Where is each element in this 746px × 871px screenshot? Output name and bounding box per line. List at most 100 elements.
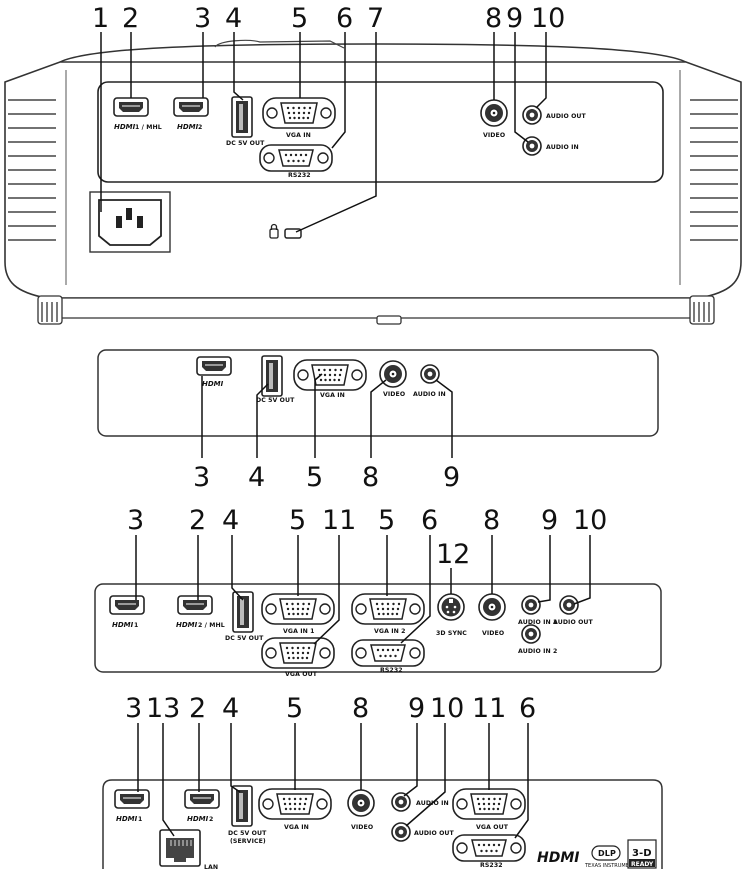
audio-out-label: AUDIO OUT xyxy=(553,619,594,626)
rs232-port xyxy=(351,639,425,667)
callout-12: 12 xyxy=(436,539,470,570)
video-label: VIDEO xyxy=(351,824,373,831)
callout-3: 3 xyxy=(127,505,144,536)
leader-lines-1 xyxy=(100,32,547,233)
left-vents xyxy=(8,99,56,241)
hdmi-2-port xyxy=(173,97,209,117)
usb-dc5v-port xyxy=(232,591,254,633)
callout-numbers-4: 3 13 2 4 5 8 9 10 11 6 xyxy=(125,693,536,724)
video-jack xyxy=(347,789,375,817)
callout-1: 1 xyxy=(92,3,109,34)
callout-11: 11 xyxy=(322,505,356,536)
connector-panel xyxy=(97,81,664,183)
video-label: VIDEO xyxy=(383,391,405,398)
vga-in-2-port xyxy=(351,593,425,625)
svg-text:READY: READY xyxy=(631,861,654,868)
callout-8: 8 xyxy=(483,505,500,536)
hdmi-1-brand: HDMI xyxy=(114,123,136,131)
leader-lines-3 xyxy=(135,535,591,645)
callout-9: 9 xyxy=(408,693,425,724)
dc5v-label: DC 5V OUT xyxy=(256,397,295,404)
usb-dc5v-port xyxy=(261,355,283,397)
callout-6: 6 xyxy=(519,693,536,724)
vga-out-port xyxy=(261,637,335,669)
3d-ready-logo: 3-D READY xyxy=(627,839,657,869)
leader-lines-2 xyxy=(201,373,453,458)
callout-5: 5 xyxy=(286,693,303,724)
dc5v-label: DC 5V OUT xyxy=(226,140,265,147)
usb-dc5v-port xyxy=(231,785,253,827)
service-label: (SERVICE) xyxy=(230,838,266,845)
callout-7: 7 xyxy=(367,3,384,34)
panel-outline-2 xyxy=(97,349,659,437)
callout-5: 5 xyxy=(289,505,306,536)
vga-in-label: VGA IN xyxy=(284,824,309,831)
audio-out-jack xyxy=(522,105,542,125)
vga-in-2-label: VGA IN 2 xyxy=(374,628,406,635)
lan-port xyxy=(159,829,201,867)
rs232-label: RS232 xyxy=(480,862,503,869)
hdmi-1-suffix: 1 xyxy=(138,816,142,823)
3d-sync-jack xyxy=(437,593,465,621)
dc5v-label: DC 5V OUT xyxy=(225,635,264,642)
callout-13: 13 xyxy=(146,693,180,724)
dlp-logo: DLP TEXAS INSTRUMENTS xyxy=(584,845,639,869)
callout-9: 9 xyxy=(443,462,460,493)
callout-8: 8 xyxy=(485,3,502,34)
projector-lid-bump xyxy=(214,39,345,49)
hdmi-2-suffix: 2 / MHL xyxy=(198,622,225,629)
hdmi-1-brand: HDMI xyxy=(112,621,134,629)
callout-numbers-2: 3 4 5 8 9 xyxy=(193,462,460,493)
vga-out-label: VGA OUT xyxy=(285,671,318,678)
hdmi-2-suffix: 2 xyxy=(209,816,213,823)
callout-10: 10 xyxy=(531,3,565,34)
callout-numbers-1: 1 2 3 4 5 6 7 8 9 10 xyxy=(92,3,565,34)
vga-in-port xyxy=(258,788,332,820)
hdmi-2-brand: HDMI xyxy=(177,123,199,131)
audio-in-label: AUDIO IN xyxy=(413,391,446,398)
audio-in-2-label: AUDIO IN 2 xyxy=(518,648,557,655)
rs232-label: RS232 xyxy=(380,667,403,674)
rs232-port xyxy=(452,834,526,862)
callout-3: 3 xyxy=(194,3,211,34)
audio-in-1-label: AUDIO IN 1 xyxy=(518,619,557,626)
power-inlet xyxy=(89,191,171,253)
3d-sync-label: 3D SYNC xyxy=(436,630,467,637)
callout-9: 9 xyxy=(506,3,523,34)
model-2-panel-diagram: HDMI DC 5V OUT VGA IN VIDEO AUDIO IN 3 4… xyxy=(97,349,659,493)
svg-text:3-D: 3-D xyxy=(632,848,652,859)
vga-out-port xyxy=(452,788,526,820)
hdmi-port xyxy=(196,356,232,376)
vga-in-label: VGA IN xyxy=(320,392,345,399)
dc5v-label: DC 5V OUT xyxy=(228,830,267,837)
hdmi-1-brand: HDMI xyxy=(116,815,138,823)
hdmi-2-port xyxy=(184,789,220,809)
callout-3: 3 xyxy=(193,462,210,493)
right-vents xyxy=(690,99,738,241)
callout-11: 11 xyxy=(472,693,506,724)
svg-text:DLP: DLP xyxy=(598,849,616,858)
video-label: VIDEO xyxy=(482,630,504,637)
audio-in-label: AUDIO IN xyxy=(546,144,579,151)
projector-rear-diagram: HDMI 1 / MHL HDMI 2 DC 5V OUT VGA IN RS2… xyxy=(4,3,742,325)
vga-in-port xyxy=(293,359,367,391)
vga-in-port xyxy=(262,97,336,129)
audio-in-2-jack xyxy=(521,624,541,644)
callout-8: 8 xyxy=(352,693,369,724)
callout-10: 10 xyxy=(573,505,607,536)
video-label: VIDEO xyxy=(483,132,505,139)
hdmi-1-port xyxy=(109,595,145,615)
callout-4: 4 xyxy=(222,505,239,536)
callout-numbers-3: 3 2 4 5 11 5 6 12 8 9 10 xyxy=(127,505,607,570)
lan-label: LAN xyxy=(204,864,218,871)
rs232-port xyxy=(259,144,333,172)
hdmi-2-brand: HDMI xyxy=(187,815,209,823)
projector-feet xyxy=(37,295,715,325)
hdmi-logo: HDMI xyxy=(537,850,579,866)
video-jack xyxy=(480,99,508,127)
audio-out-label: AUDIO OUT xyxy=(546,113,587,120)
hdmi-2-port xyxy=(177,595,213,615)
callout-5b: 5 xyxy=(378,505,395,536)
svg-text:TEXAS INSTRUMENTS: TEXAS INSTRUMENTS xyxy=(584,863,639,869)
